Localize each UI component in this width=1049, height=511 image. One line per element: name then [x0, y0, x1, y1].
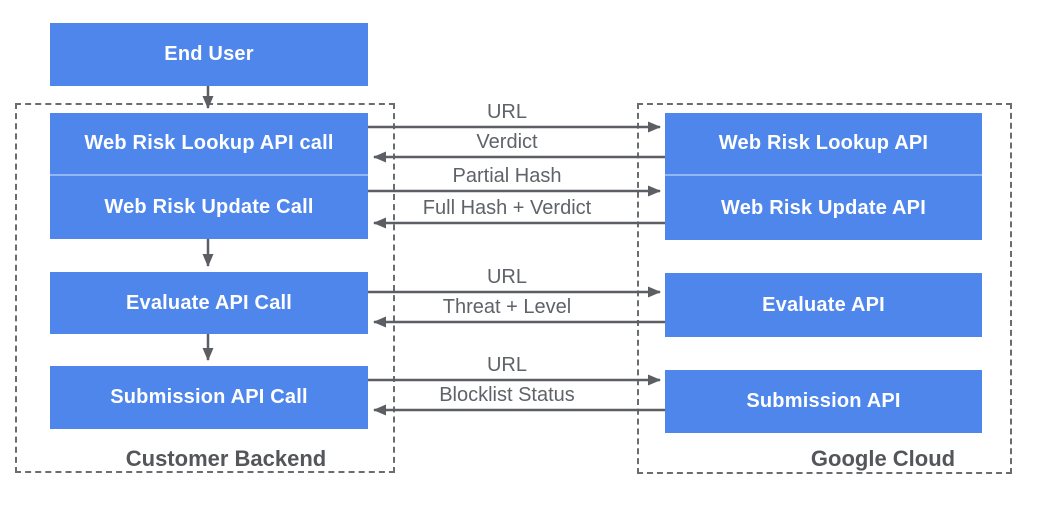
flow-label-partial-hash: Partial Hash: [452, 165, 562, 187]
flow-label-verdict: Verdict: [476, 131, 538, 153]
flow-label-full-hash-verdict: Full Hash + Verdict: [422, 197, 592, 219]
submission-api-label: Submission API: [746, 390, 901, 412]
web-risk-lookup-api-call-box: Web Risk Lookup API call: [50, 113, 368, 176]
evaluate-api-box: Evaluate API: [665, 273, 982, 337]
flow-label-blocklist-status: Blocklist Status: [439, 384, 575, 406]
submission-api-box: Submission API: [665, 370, 982, 433]
web-risk-update-api-label: Web Risk Update API: [721, 196, 926, 219]
web-risk-lookup-api-call-label: Web Risk Lookup API call: [84, 132, 334, 154]
flow-label-threat-level: Threat + Level: [442, 296, 572, 318]
web-risk-lookup-api-box: Web Risk Lookup API: [665, 113, 982, 176]
web-risk-update-call-label: Web Risk Update Call: [104, 196, 314, 218]
flow-label-url-evaluate: URL: [486, 266, 527, 288]
flow-label-url-lookup: URL: [486, 101, 527, 123]
customer-backend-label: Customer Backend: [125, 446, 327, 471]
end-user-box-label: End User: [164, 43, 254, 65]
google-cloud-label: Google Cloud: [810, 446, 956, 471]
end-user-box: End User: [50, 23, 368, 86]
submission-api-call-label: Submission API Call: [110, 386, 308, 408]
evaluate-api-call-box: Evaluate API Call: [50, 272, 368, 334]
evaluate-api-label: Evaluate API: [762, 293, 885, 316]
web-risk-update-api-box: Web Risk Update API: [665, 176, 982, 240]
flow-label-url-submission: URL: [486, 354, 527, 376]
web-risk-update-call-box: Web Risk Update Call: [50, 176, 368, 239]
web-risk-lookup-api-label: Web Risk Lookup API: [718, 132, 929, 154]
evaluate-api-call-label: Evaluate API Call: [125, 291, 293, 314]
google-cloud-container: [637, 103, 1012, 474]
submission-api-call-box: Submission API Call: [50, 366, 368, 429]
